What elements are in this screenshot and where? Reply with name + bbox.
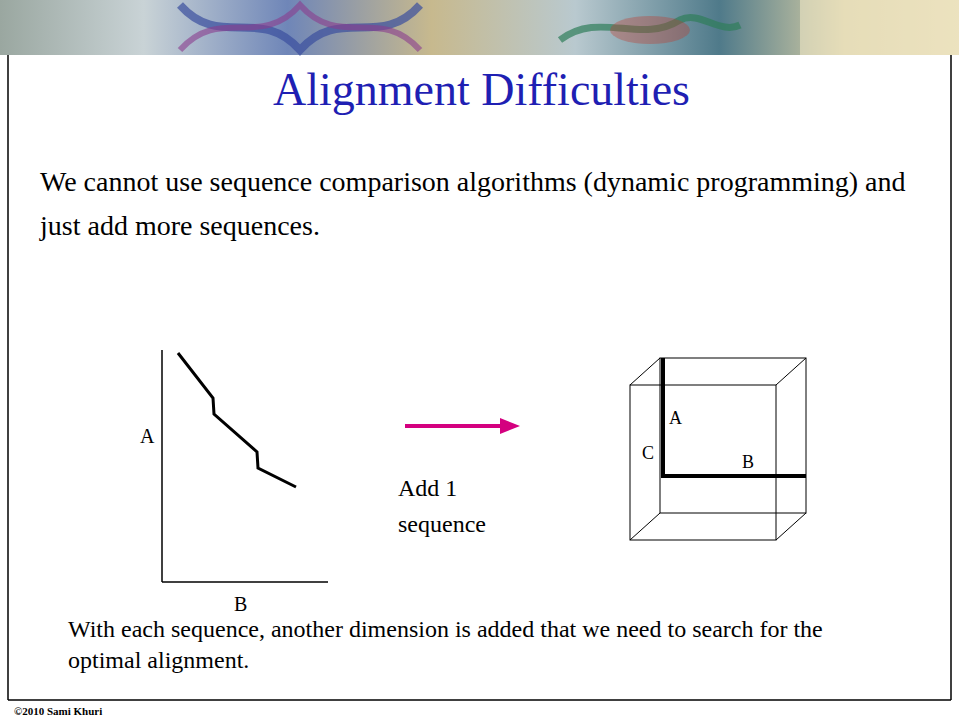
axis-label: B (234, 592, 247, 616)
magenta-arrow (405, 418, 520, 434)
axis-label: A (140, 424, 154, 448)
axis-label: A (669, 408, 682, 428)
body-text: We cannot use sequence comparison algori… (40, 160, 920, 248)
slide-frame (8, 55, 951, 700)
note-text: With each sequence, another dimension is… (68, 614, 828, 676)
header-banner (0, 0, 959, 55)
cube-3d (630, 358, 806, 540)
copyright-note: ©2010 Sami Khuri (14, 704, 102, 718)
slide-title: Alignment Difficulties (2, 62, 959, 118)
axis-label: B (742, 452, 754, 472)
axis-label: C (642, 443, 654, 463)
plot-2d (162, 350, 328, 582)
arrow-caption: Add 1 sequence (398, 470, 508, 542)
